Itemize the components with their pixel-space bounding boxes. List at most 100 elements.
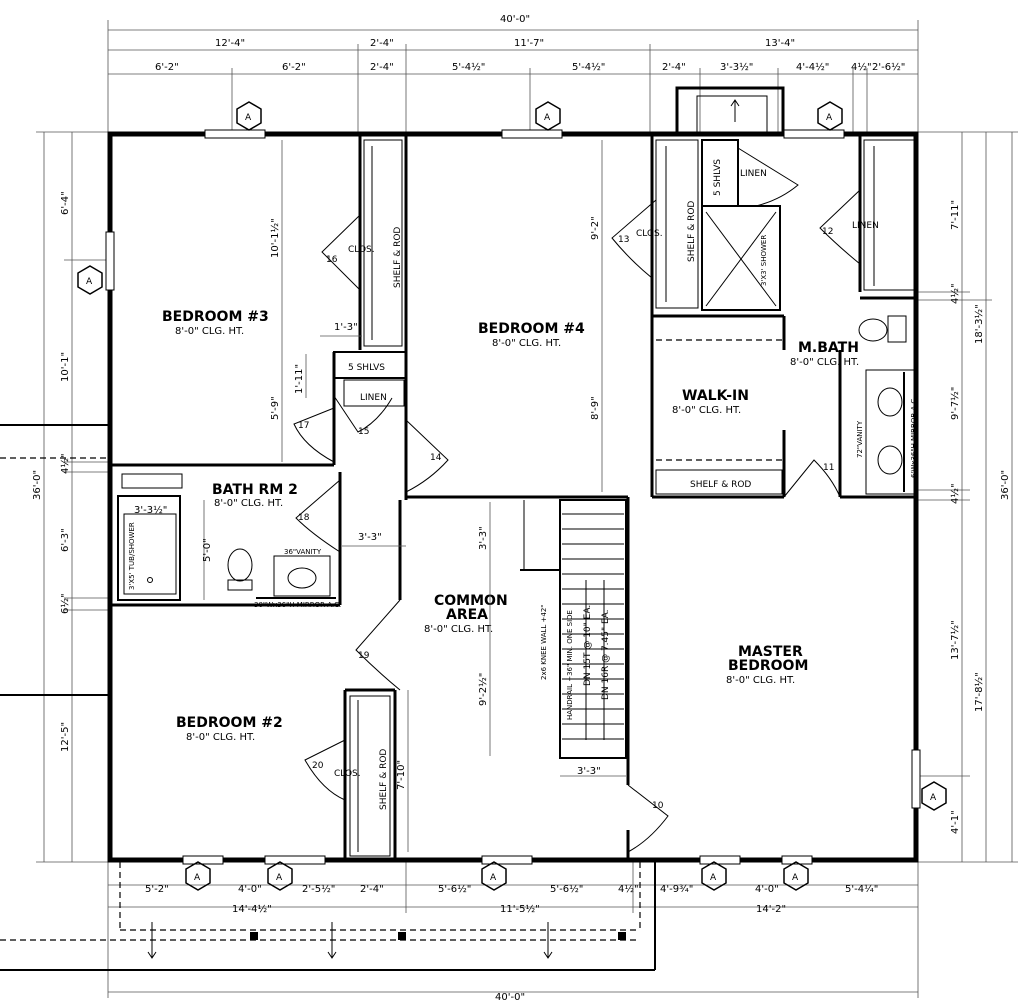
- room-name-bath2: BATH RM 2: [212, 482, 298, 498]
- door-number-19: 19: [358, 651, 370, 661]
- room-name-master-2: BEDROOM: [728, 658, 808, 674]
- dim-bot-r2-a: 14'-4½": [232, 903, 272, 915]
- door-number-20: 20: [312, 761, 324, 771]
- door-number-11: 11: [823, 463, 834, 473]
- svg-text:A: A: [930, 793, 937, 803]
- dim-top-r1-d: 13'-4": [765, 38, 795, 49]
- shelf-rod-bed2: SHELF & ROD: [379, 749, 389, 810]
- room-name-bedroom2: BEDROOM #2: [176, 715, 283, 731]
- dim-bot-r1-c: 2'-5½": [302, 883, 335, 895]
- dim-left-f: 12'-5": [60, 722, 71, 752]
- dim-right-mid1: 18'-3½": [973, 304, 985, 344]
- dim-right-a: 7'-11": [950, 200, 961, 230]
- dim-top-r2-f: 2'-4": [662, 62, 686, 73]
- room-ceiling-bedroom2: 8'-0" CLG. HT.: [186, 732, 255, 743]
- section-marker: A: [267, 861, 293, 891]
- vanity36-label: 36"VANITY: [284, 548, 322, 556]
- room-labels: BEDROOM #3 8'-0" CLG. HT. BEDROOM #4 8'-…: [162, 309, 859, 743]
- section-marker: A: [921, 781, 947, 811]
- linen-label-mbath-2: LINEN: [852, 221, 879, 231]
- dim-left-overall: 36'-0": [32, 470, 43, 500]
- dim-top-r2-i: 4½": [851, 61, 872, 73]
- dim-right-e: 13'-7½": [949, 620, 961, 660]
- dim-bed3-lower: 5'-9": [270, 396, 281, 420]
- dim-bot-r1-j: 5'-4¼": [845, 883, 878, 895]
- svg-text:A: A: [86, 277, 93, 287]
- room-ceiling-master: 8'-0" CLG. HT.: [726, 675, 795, 686]
- svg-text:A: A: [245, 113, 252, 123]
- room-ceiling-bath2: 8'-0" CLG. HT.: [214, 498, 283, 509]
- door-number-12: 12: [822, 227, 833, 237]
- five-shelves-label: 5 SHLVS: [348, 363, 385, 373]
- linen-label-hall: LINEN: [360, 393, 387, 403]
- dim-bot-r1-f: 5'-6½": [550, 883, 583, 895]
- section-marker: A: [77, 265, 103, 295]
- dim-top-r2-d: 5'-4½": [452, 61, 485, 73]
- dim-stair-height: 9'-2½": [477, 673, 489, 706]
- room-name-bedroom3: BEDROOM #3: [162, 309, 269, 325]
- dim-right-d: 4½": [949, 483, 961, 504]
- interior-dimensions: 10'-1½" 1'-3" 5'-9" 1'-11" 9'-2" 8'-9" 3…: [134, 140, 626, 852]
- closet-label-bed3: CLOS.: [348, 245, 375, 255]
- dim-bed4-lower: 8'-9": [590, 396, 601, 420]
- section-markers: A A A A A A A A: [77, 101, 947, 891]
- section-marker: A: [185, 861, 211, 891]
- shelf-rod-bed4: SHELF & ROD: [687, 201, 697, 262]
- door-number-13: 13: [618, 235, 629, 245]
- linen-label-mbath: LINEN: [740, 169, 767, 179]
- dim-stair-bottom: 3'-3": [577, 766, 601, 777]
- dim-closet-height: 7'-10": [396, 760, 407, 790]
- dim-left-e: 6½": [59, 593, 71, 614]
- dim-bot-r1-d: 2'-4": [360, 884, 384, 895]
- dim-top-r1-a: 12'-4": [215, 38, 245, 49]
- dim-stair-top: 3'-3": [478, 526, 489, 550]
- door-numbers: 10 11 12 13 14 15 16 17 18 19 20: [298, 227, 834, 811]
- svg-text:A: A: [194, 873, 201, 883]
- svg-text:A: A: [710, 873, 717, 883]
- dim-bot-r2-b: 11'-5½": [500, 903, 540, 915]
- door-number-17: 17: [298, 421, 309, 431]
- dim-bed4-upper: 9'-2": [590, 216, 601, 240]
- dim-left-a: 6'-4": [60, 191, 71, 215]
- top-dimensions: 40'-0" 12'-4" 2'-4" 11'-7" 13'-4" 6'-2" …: [107, 14, 919, 132]
- door-number-14: 14: [430, 453, 442, 463]
- section-marker: A: [236, 101, 262, 131]
- room-name-mbath: M.BATH: [798, 340, 859, 356]
- room-ceiling-common: 8'-0" CLG. HT.: [424, 624, 493, 635]
- mirror-bath2-label: 30"Wx36"H MIRROR A.C.: [254, 601, 341, 609]
- dim-top-r2-c: 2'-4": [370, 62, 394, 73]
- room-ceiling-bedroom3: 8'-0" CLG. HT.: [175, 326, 244, 337]
- room-ceiling-walkin: 8'-0" CLG. HT.: [672, 405, 741, 416]
- svg-text:A: A: [490, 873, 497, 883]
- closet-label-bed4: CLOS.: [636, 229, 663, 239]
- dim-right-mid2: 17'-8½": [973, 672, 985, 712]
- section-marker: A: [481, 861, 507, 891]
- stairs: [520, 499, 627, 759]
- left-dimensions: 36'-0" 6'-4" 10'-1" 4½" 6'-3" 6½" 12'-5": [32, 131, 108, 863]
- dim-right-c: 9'-7½": [949, 387, 961, 420]
- dim-left-b: 10'-1": [60, 352, 71, 382]
- handrail-label: HANDRAIL +36" MIN. ONE SIDE: [566, 610, 574, 720]
- dim-top-r2-h: 4'-4½": [796, 61, 829, 73]
- knee-wall-label: 2x6 KNEE WALL +42": [540, 604, 548, 680]
- closet-label-bed2: CLOS.: [334, 769, 361, 779]
- stair-dn-treads: DN 15T @ 10" EA.: [583, 605, 593, 686]
- doors: [293, 147, 861, 853]
- dim-tub-width: 3'-3½": [134, 504, 167, 516]
- room-ceiling-mbath: 8'-0" CLG. HT.: [790, 357, 859, 368]
- dim-bot-r1-b: 4'-0": [238, 884, 262, 895]
- dim-bot-r1-h: 4'-9¾": [660, 884, 693, 895]
- fixture-labels: CLOS. SHELF & ROD 5 SHLVS LINEN CLOS. SH…: [128, 159, 918, 810]
- room-name-common-1: COMMON: [434, 593, 508, 609]
- dim-bot-r1-a: 5'-2": [145, 884, 169, 895]
- stair-dn-risers: DN 16R @ 7.45" EA.: [601, 609, 611, 700]
- shelf-rod-walkin: SHELF & ROD: [690, 480, 751, 490]
- door-number-16: 16: [326, 255, 338, 265]
- door-number-18: 18: [298, 513, 310, 523]
- dim-top-r2-e: 5'-4½": [572, 61, 605, 73]
- room-name-master-1: MASTER: [738, 644, 803, 660]
- dim-top-r2-a: 6'-2": [155, 62, 179, 73]
- dim-right-overall: 36'-0": [1000, 470, 1011, 500]
- dim-bot-r1-i: 4'-0": [755, 884, 779, 895]
